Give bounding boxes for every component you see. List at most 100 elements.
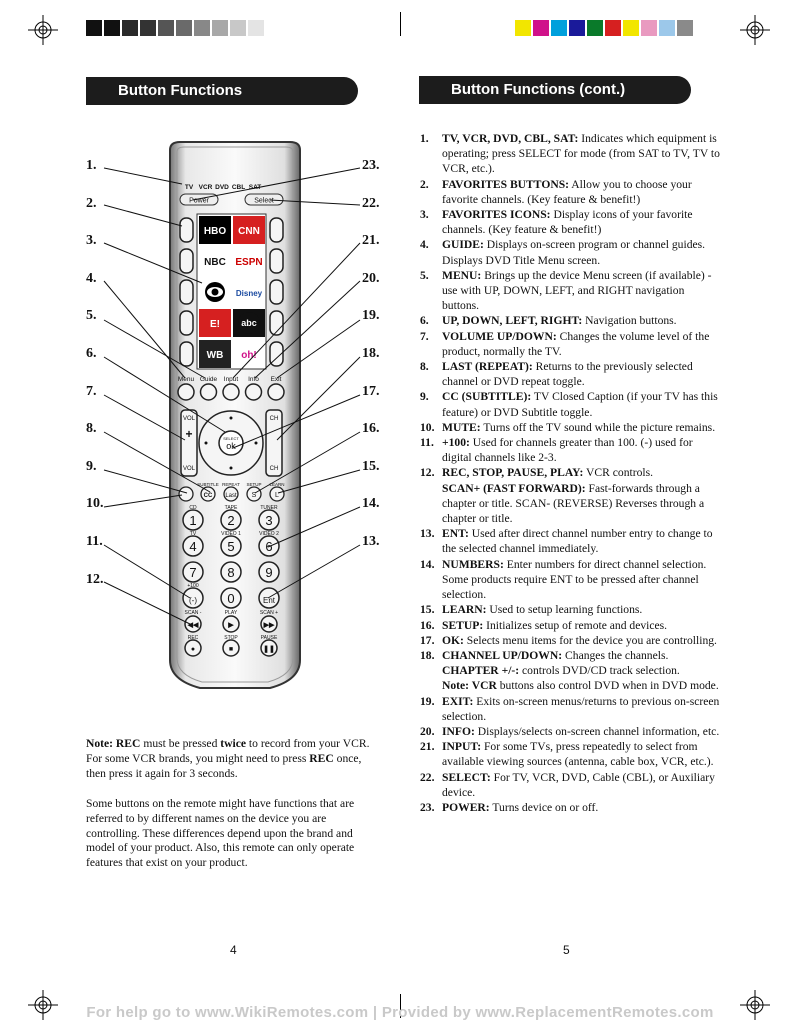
number-key-button[interactable] <box>258 509 280 531</box>
vol-label: VOL <box>183 416 196 422</box>
function-item: 8.LAST (REPEAT): Returns to the previous… <box>420 359 720 389</box>
channel-logo-tile <box>233 340 265 368</box>
transport-button[interactable] <box>222 615 240 633</box>
item-number: 22. <box>420 770 435 784</box>
function-item: 11.+100: Used for channels greater than … <box>420 435 720 465</box>
item-number: 23. <box>420 800 435 814</box>
callout-number: 2. <box>86 195 97 211</box>
favorite-left-button[interactable] <box>179 248 194 274</box>
number-key-label[interactable]: 4 <box>189 539 196 554</box>
number-key-button[interactable] <box>220 535 242 557</box>
favorite-right-button[interactable] <box>269 217 284 243</box>
color-swatch <box>659 20 675 36</box>
number-key-label[interactable]: 5 <box>227 539 234 554</box>
function-item: 7.VOLUME UP/DOWN: Changes the volume lev… <box>420 329 720 359</box>
cc-button[interactable] <box>200 486 216 502</box>
callout-number: 18. <box>362 346 380 361</box>
s-label: S <box>252 492 257 499</box>
l-button[interactable] <box>269 486 285 502</box>
function-item: 1.TV, VCR, DVD, CBL, SAT: Indicates whic… <box>420 131 720 177</box>
number-key-button[interactable] <box>220 509 242 531</box>
last-label: Last <box>225 493 237 499</box>
channel-rocker-button[interactable] <box>265 409 283 477</box>
item-title: FAVORITES BUTTONS: <box>442 177 570 191</box>
menu-row-button[interactable] <box>244 383 263 401</box>
number-key-label[interactable]: 3 <box>265 513 272 528</box>
item-number: 16. <box>420 618 435 632</box>
item-number: 13. <box>420 527 435 541</box>
last-button[interactable] <box>223 486 239 502</box>
number-key-label[interactable]: 1 <box>189 513 196 528</box>
item-text: controls DVD/CD track selection. <box>519 664 680 678</box>
callout-number: 8. <box>86 421 97 437</box>
number-key-button[interactable] <box>258 561 280 583</box>
ch-label: CH <box>270 416 279 422</box>
color-swatch <box>86 20 102 36</box>
number-key-label[interactable]: 2 <box>227 513 234 528</box>
number-key-button[interactable] <box>220 587 242 609</box>
transport-button[interactable] <box>222 639 240 657</box>
s-button[interactable] <box>246 486 262 502</box>
menu-row-button[interactable] <box>222 383 240 401</box>
favorite-left-button[interactable] <box>179 341 194 367</box>
item-number: 11. <box>420 436 434 450</box>
number-key-label[interactable]: (-) <box>189 596 197 605</box>
callout-number: 5. <box>86 308 97 324</box>
rec-note: Note: REC must be pressed twice to recor… <box>86 737 370 780</box>
logo-text: HBO <box>204 226 226 237</box>
item-text: Indicates which equipment is operating; … <box>442 132 720 176</box>
transport-button[interactable] <box>260 615 278 633</box>
item-text: Exits on-screen menus/returns to previou… <box>442 694 720 723</box>
transport-button[interactable] <box>260 639 278 657</box>
favorite-right-button[interactable] <box>269 279 284 305</box>
item-title: CHANNEL UP/DOWN: <box>442 648 563 662</box>
cc-row-label: SETUP <box>246 482 261 487</box>
number-key-button[interactable] <box>182 509 204 531</box>
registration-mark-icon <box>28 990 58 1020</box>
number-key-label[interactable]: 9 <box>265 565 272 580</box>
mute-button[interactable] <box>178 486 194 502</box>
number-key-button[interactable] <box>258 535 280 557</box>
function-item: 17.OK: Selects menu items for the device… <box>420 633 720 648</box>
transport-button[interactable] <box>184 615 202 633</box>
number-key-button[interactable] <box>182 561 204 583</box>
favorite-left-button[interactable] <box>179 279 194 305</box>
function-item: Note: VCR buttons also control DVD when … <box>420 678 720 693</box>
select-button[interactable] <box>244 193 284 206</box>
color-swatch <box>605 20 621 36</box>
function-item: 2.FAVORITES BUTTONS: Allow you to choose… <box>420 177 720 207</box>
abc-logo-icon <box>238 312 260 334</box>
favorite-left-button[interactable] <box>179 310 194 336</box>
l-label: L <box>275 492 279 499</box>
channel-logo-tile <box>233 216 265 244</box>
item-text: Turns off the TV sound while the picture… <box>480 420 716 434</box>
number-key-label[interactable]: Ent <box>263 596 276 605</box>
menu-row-button[interactable] <box>267 383 285 401</box>
favorite-right-button[interactable] <box>269 248 284 274</box>
number-key-button[interactable] <box>220 561 242 583</box>
cbs-pupil-icon <box>211 288 219 296</box>
number-key-label[interactable]: 0 <box>227 591 234 606</box>
favorite-left-button[interactable] <box>179 217 194 243</box>
ok-button[interactable] <box>218 430 244 456</box>
item-text: Displays/selects on-screen channel infor… <box>474 724 720 738</box>
item-title: LAST (REPEAT): <box>442 360 533 374</box>
item-title: SCAN+ (FAST FORWARD): <box>442 481 586 495</box>
number-key-button[interactable] <box>182 535 204 557</box>
menu-row-button[interactable] <box>177 383 195 401</box>
number-sublabel: TAPE <box>225 505 238 511</box>
number-key-button[interactable] <box>182 587 204 609</box>
menu-row-button[interactable] <box>199 383 218 401</box>
favorite-right-button[interactable] <box>269 341 284 367</box>
item-text: Initializes setup of remote and devices. <box>483 618 668 632</box>
item-text: Changes the volume level of the product,… <box>442 329 710 358</box>
callout-number: 6. <box>86 346 97 361</box>
number-key-label[interactable]: 8 <box>227 565 234 580</box>
number-key-label[interactable]: 7 <box>189 565 196 580</box>
transport-glyph-icon: ■ <box>229 646 233 653</box>
number-sublabel: CD <box>189 505 197 511</box>
transport-button[interactable] <box>184 639 202 657</box>
function-item: 3.FAVORITES ICONS: Display icons of your… <box>420 207 720 237</box>
registration-mark-icon <box>740 990 770 1020</box>
